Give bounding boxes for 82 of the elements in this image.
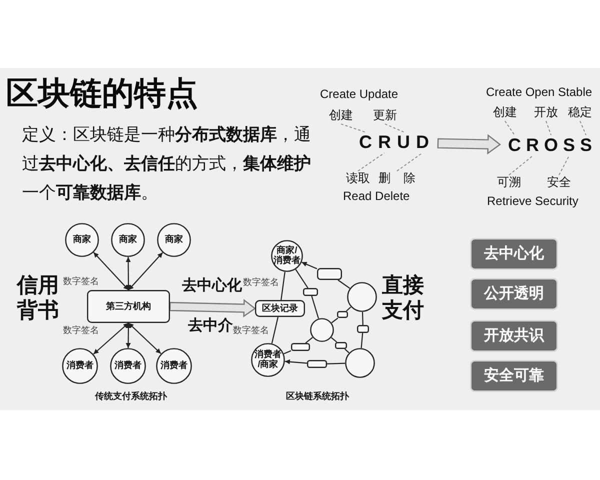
circle-node: 消费者 [156, 348, 192, 384]
arrow [93, 322, 129, 355]
small-box [317, 268, 342, 280]
circle-node: 商家 [157, 223, 191, 257]
connector-line [331, 318, 338, 324]
block-arrow [169, 299, 256, 318]
arrow [128, 252, 163, 290]
annotation-text: 开放 [531, 105, 561, 121]
circle-node: 商家/消费者 [271, 240, 303, 272]
arrow [126, 323, 131, 348]
leader-line [558, 156, 570, 176]
arrow [93, 252, 129, 290]
side-heading: 去中心化 [182, 277, 242, 294]
annotation-text: 数字签名 [63, 276, 99, 286]
small-box [357, 325, 369, 333]
feature-box: 公开透明 [470, 278, 558, 310]
process-box: 第三方机构 [87, 290, 170, 323]
title: 区块链的特点 [6, 75, 198, 112]
connector-line [295, 269, 308, 288]
arrow [284, 359, 308, 364]
leader-line [340, 124, 366, 132]
connector-line [362, 312, 364, 326]
connector-line [311, 296, 320, 319]
circle-node [310, 318, 334, 342]
connector-line [280, 272, 286, 300]
arrow [126, 257, 131, 290]
circle-node: 消费者 [62, 348, 98, 384]
annotation-text: 数字签名 [63, 325, 99, 336]
connector-line [326, 362, 346, 364]
small-box [335, 342, 347, 349]
leader-line [580, 120, 586, 136]
caption: 区块链系统拓扑 [286, 391, 349, 402]
circle-node: 商家 [111, 223, 145, 257]
acronym-text: CRUD [350, 132, 438, 153]
circle-node: 消费者 [110, 348, 146, 384]
block-arrow [437, 134, 501, 154]
leader-line [508, 156, 533, 176]
connector-line [344, 348, 350, 354]
annotation-text: 数字签名 [243, 277, 279, 288]
connector-line [330, 337, 338, 342]
gloss-text: Create Open Stable [486, 86, 592, 100]
gloss-text: Retrieve Security [487, 195, 578, 209]
connector-line [271, 316, 279, 344]
side-heading: 直接支付 [382, 273, 425, 323]
small-box [303, 288, 318, 296]
leader-line [384, 124, 404, 132]
connector-line [338, 280, 350, 289]
connector-line [346, 306, 352, 312]
annotation-text: 稳定 [565, 105, 595, 121]
annotation-text: 安全 [544, 175, 574, 191]
gloss-text: Read Delete [343, 190, 410, 204]
annotation-text: 可溯 [494, 175, 524, 191]
gloss-text: Create Update [320, 88, 398, 102]
circle-node: 商家 [65, 223, 99, 257]
feature-box: 安全可靠 [470, 360, 558, 392]
circle-node: 消费者/商家 [251, 343, 285, 377]
arrow [128, 322, 162, 354]
feature-box: 去中心化 [470, 238, 558, 270]
feature-box: 开放共识 [470, 320, 558, 352]
leader-line [546, 120, 552, 136]
circle-node [347, 282, 377, 312]
small-box [337, 311, 348, 318]
circle-node [345, 348, 375, 378]
leader-line [504, 120, 515, 136]
annotation-text: 创建 [490, 105, 520, 121]
caption: 传统支付系统拓扑 [95, 391, 167, 402]
side-heading: 去中介 [188, 317, 233, 334]
leader-line [396, 152, 423, 172]
connector-line [284, 350, 292, 354]
annotation-text: 数字签名 [233, 325, 269, 336]
process-box: 区块记录 [255, 300, 305, 317]
leader-line [358, 152, 385, 172]
arrow [301, 262, 318, 270]
small-box [291, 343, 310, 351]
acronym-text: CROSS [500, 135, 600, 156]
definition-text: 定义：区块链是一种分布式数据库，通过去中心化、去信任的方式，集体维护一个可靠数据库。 [22, 124, 312, 204]
connector-line [360, 332, 364, 348]
annotation-text: 更新 [370, 108, 400, 124]
small-box [307, 360, 327, 368]
side-heading: 信用背书 [17, 273, 60, 323]
connector-line [305, 336, 313, 344]
annotation-text: 创建 [326, 108, 356, 124]
